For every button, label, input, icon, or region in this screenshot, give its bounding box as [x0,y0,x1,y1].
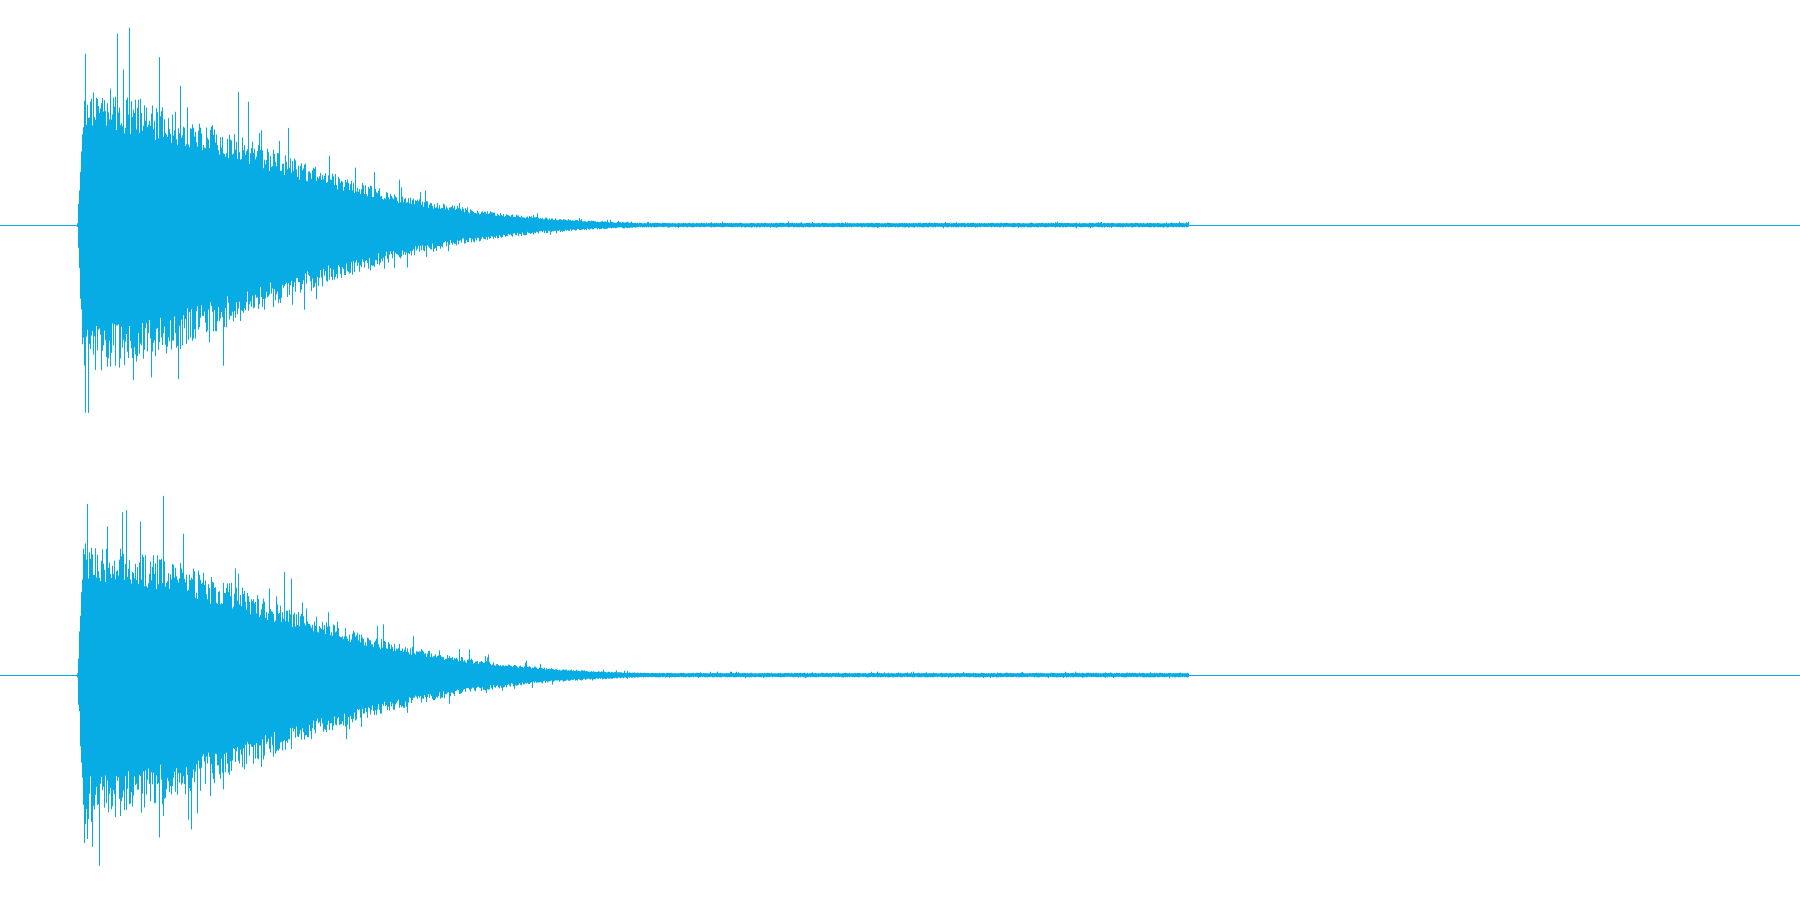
channel-2-waveform [0,495,1800,866]
channel-signal [77,27,1189,413]
channel-1-waveform [0,27,1800,413]
channel-signal [77,495,1189,866]
